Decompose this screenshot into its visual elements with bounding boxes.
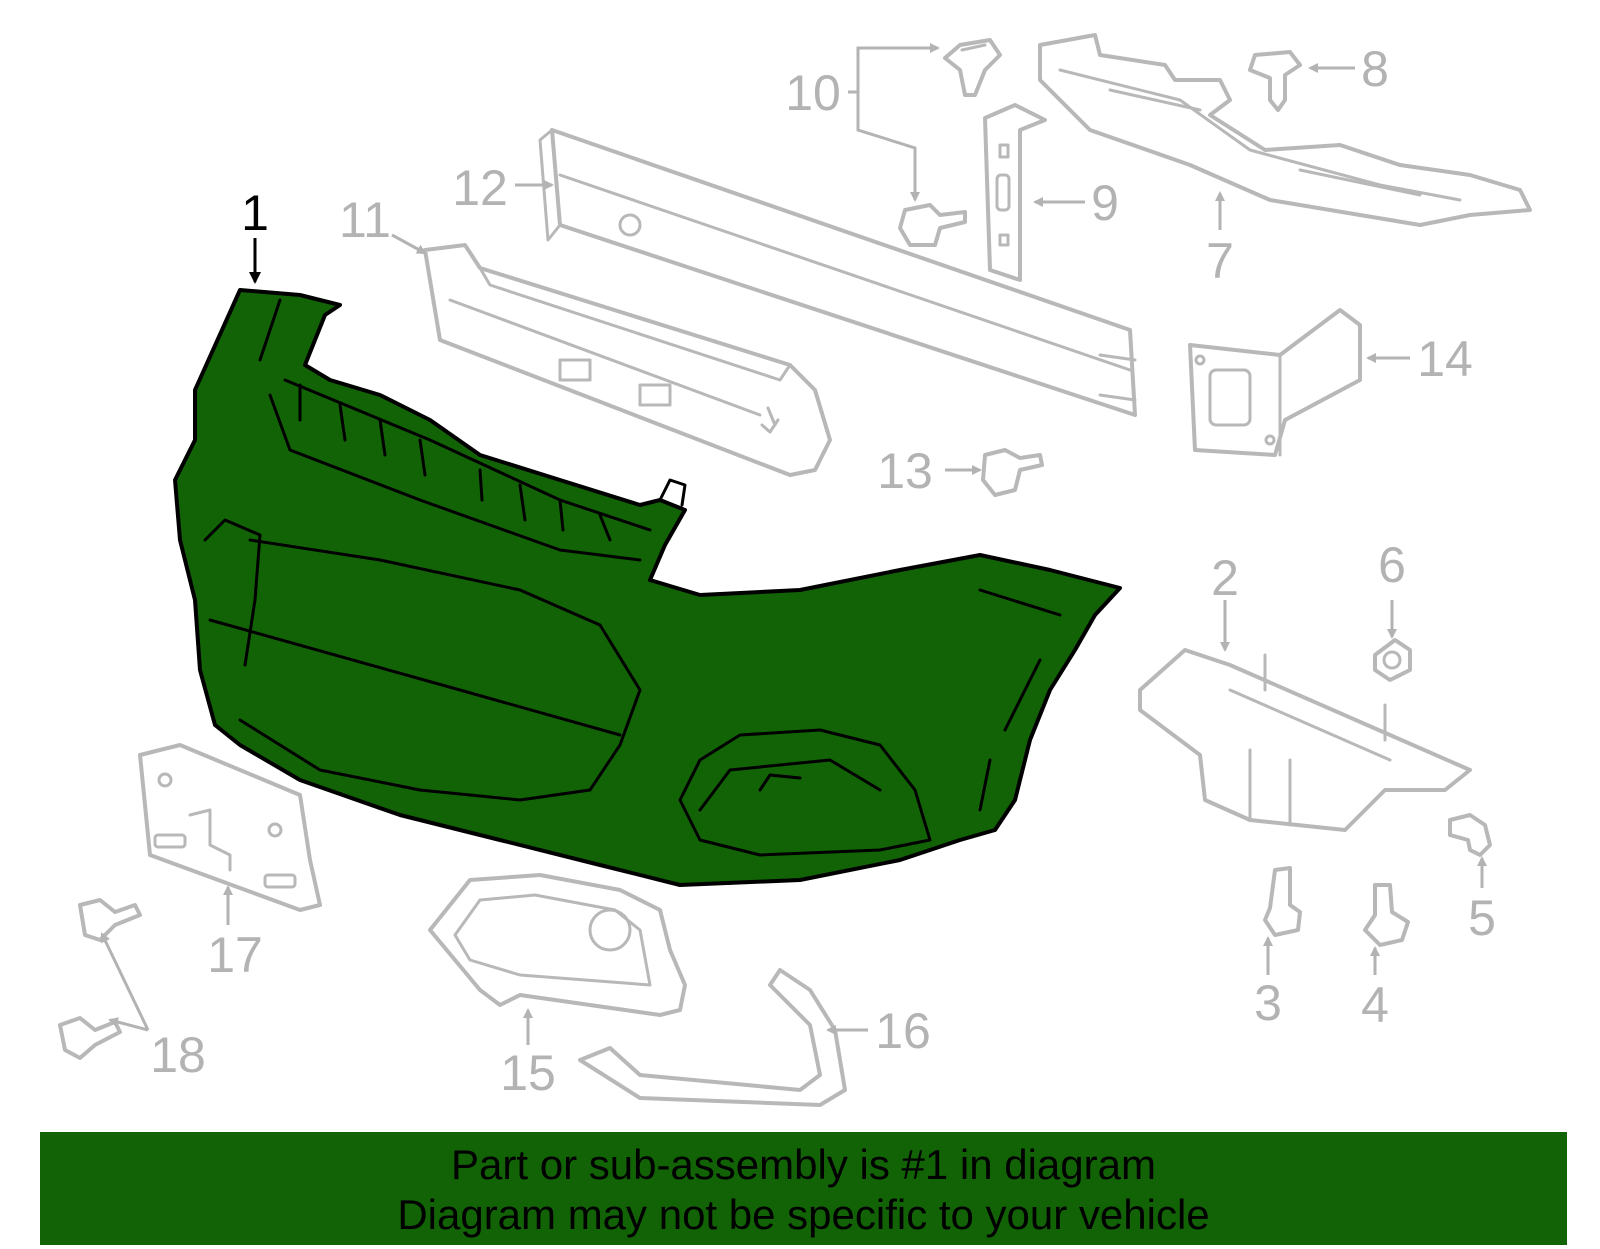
license-plate-bracket-part-17 — [138, 743, 322, 912]
fastener-part-10b — [898, 203, 967, 247]
leader-10a — [848, 43, 940, 94]
callout-15: 15 — [500, 1045, 556, 1101]
bolt-part-4 — [1363, 883, 1410, 947]
leader-lines — [100, 43, 1487, 1045]
energy-absorber-part-11 — [423, 243, 832, 477]
trim-moulding-part-16 — [578, 968, 847, 1107]
callout-11: 11 — [339, 192, 391, 248]
callout-16: 16 — [875, 1003, 931, 1059]
callout-6: 6 — [1378, 537, 1406, 593]
screw-part-5 — [1448, 813, 1492, 857]
reinforcement-beam-part-12 — [538, 128, 1137, 417]
callout-labels: 1 2 3 4 5 6 7 8 9 10 11 12 13 14 15 16 1… — [150, 41, 1496, 1101]
callout-9: 9 — [1091, 175, 1119, 231]
lower-bracket-part-2 — [1138, 648, 1472, 832]
nut-part-6 — [1373, 638, 1412, 682]
callout-4: 4 — [1361, 977, 1389, 1033]
bracket-part-9 — [983, 103, 1047, 282]
callout-5: 5 — [1468, 890, 1496, 946]
screw-part-18b — [58, 1016, 122, 1060]
fastener-part-8 — [1248, 50, 1302, 112]
leader-18a — [100, 932, 150, 1031]
callout-10: 10 — [785, 65, 841, 121]
callout-17: 17 — [207, 927, 263, 983]
callout-8: 8 — [1361, 41, 1389, 97]
callout-13: 13 — [877, 443, 933, 499]
callout-3: 3 — [1254, 975, 1282, 1031]
leader-18b — [108, 1017, 149, 1032]
callout-18: 18 — [150, 1027, 206, 1083]
fastener-part-13 — [981, 448, 1044, 497]
callout-2: 2 — [1211, 550, 1239, 606]
banner-part-note: Part or sub-assembly is #1 in diagram — [451, 1141, 1156, 1188]
callout-1: 1 — [241, 185, 269, 241]
bolt-part-3 — [1263, 866, 1302, 937]
fastener-part-10a — [943, 38, 1002, 97]
bumper-bracket-part-14 — [1188, 308, 1362, 457]
banner-disclaimer: Diagram may not be specific to your vehi… — [397, 1191, 1210, 1238]
leader-10b — [856, 92, 920, 202]
leader-11 — [391, 233, 427, 255]
bumper-cover-part-1 — [173, 288, 1122, 887]
callout-7: 7 — [1206, 233, 1234, 289]
air-baffle-part-7 — [1038, 33, 1532, 227]
disclaimer-banner: Part or sub-assembly is #1 in diagram Di… — [40, 1132, 1567, 1245]
callout-14: 14 — [1417, 331, 1473, 387]
fog-lamp-bezel-part-15 — [428, 873, 687, 1017]
callout-12: 12 — [452, 160, 508, 216]
screw-part-18a — [78, 898, 142, 942]
